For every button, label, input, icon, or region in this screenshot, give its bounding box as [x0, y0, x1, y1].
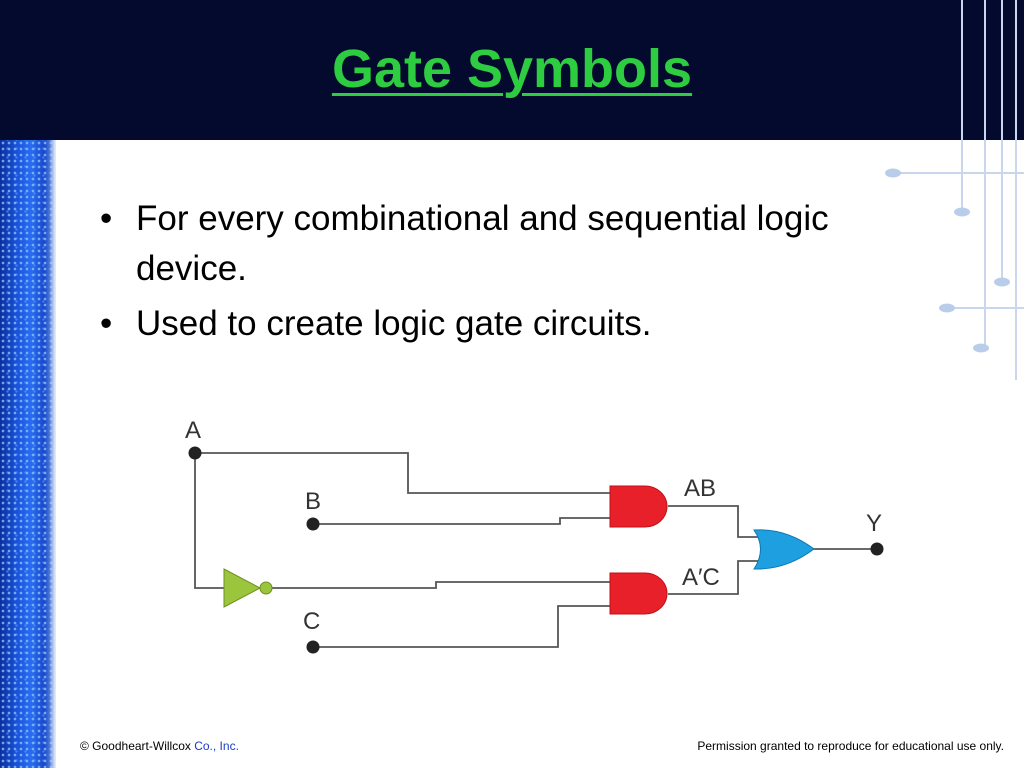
bullet-text: Used to create logic gate circuits. [136, 304, 652, 343]
wire-and2-to-or [668, 560, 760, 595]
title-banner: Gate Symbols [0, 0, 1024, 140]
bullet-list: • For every combinational and sequential… [100, 194, 860, 354]
wire-a-to-not [194, 453, 224, 589]
wire-not-to-and2 [272, 581, 612, 589]
and-gate-2 [609, 572, 668, 615]
wire-c-to-and2 [313, 605, 612, 648]
copyright-company: Co., Inc. [194, 739, 239, 753]
wire-and1-to-or [668, 505, 760, 538]
and-gate-1 [609, 485, 668, 528]
copyright-prefix: © Goodheart-Willcox [80, 739, 195, 753]
terminal-c [306, 640, 320, 654]
bullet-item: • For every combinational and sequential… [100, 194, 860, 294]
slide-title: Gate Symbols [331, 39, 693, 99]
wire-a-to-and1 [195, 452, 612, 494]
not-gate-bubble [259, 581, 273, 595]
bullet-text: For every combinational and sequential l… [136, 199, 829, 288]
bullet-dot: • [100, 304, 113, 343]
label-y: Y [866, 510, 882, 537]
sidebar-fade [50, 140, 56, 768]
label-a: A [185, 417, 201, 444]
terminal-b [306, 517, 320, 531]
bullet-dot: • [100, 199, 113, 238]
decorative-circuit-lines [885, 0, 1024, 380]
label-b: B [305, 488, 321, 515]
label-ab: AB [684, 475, 716, 502]
not-gate [223, 568, 262, 608]
label-c: C [303, 608, 320, 635]
terminal-y [870, 542, 884, 556]
logic-circuit-diagram: A B C AB A′C Y [185, 417, 884, 654]
sidebar-pattern [0, 140, 56, 768]
or-gate [753, 529, 815, 570]
wire-b-to-and1 [313, 517, 612, 525]
label-a-prime-c: A′C [682, 564, 720, 591]
terminal-a [188, 446, 202, 460]
permission-notice: Permission granted to reproduce for educ… [697, 739, 1004, 753]
copyright-notice: © Goodheart-Willcox Co., Inc. [80, 739, 239, 753]
bullet-item: • Used to create logic gate circuits. [100, 299, 860, 349]
